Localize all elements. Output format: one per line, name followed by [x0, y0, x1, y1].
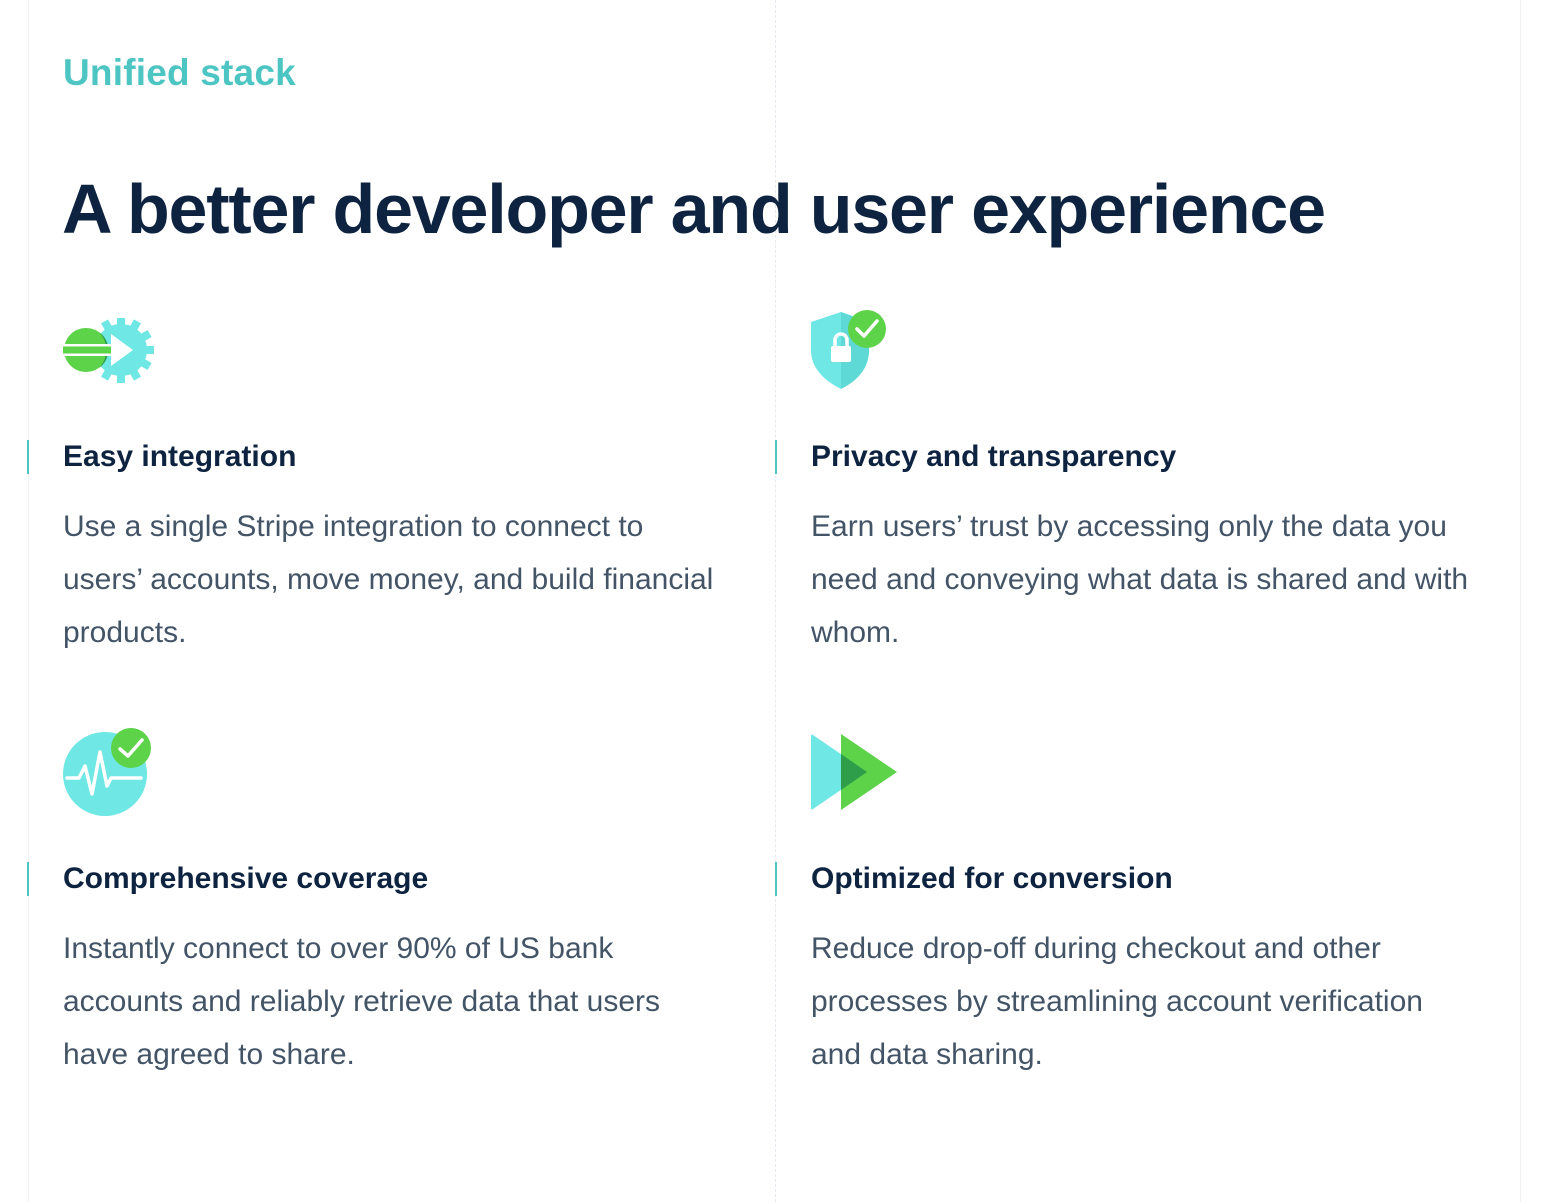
pulse-check-icon [63, 728, 151, 816]
left-guide-line [28, 0, 29, 1202]
right-guide-line [1520, 0, 1521, 1202]
fast-forward-icon [811, 734, 897, 810]
feature-description: Use a single Stripe integration to conne… [63, 510, 714, 649]
feature-accent-bar [775, 862, 777, 896]
feature-title: Privacy and transparency [811, 440, 1177, 473]
section-headline: A better developer and user experience [62, 170, 1326, 248]
integration-gear-icon [63, 318, 154, 383]
feature-description: Instantly connect to over 90% of US bank… [63, 932, 660, 1071]
feature-title: Comprehensive coverage [63, 862, 429, 895]
center-guide-line [775, 0, 776, 1202]
feature-accent-bar [27, 862, 29, 896]
feature-title: Easy integration [63, 440, 297, 473]
feature-title: Optimized for conversion [811, 862, 1173, 895]
shield-lock-check-icon [811, 310, 886, 389]
feature-accent-bar [775, 440, 777, 474]
feature-description: Reduce drop-off during checkout and othe… [811, 932, 1423, 1071]
feature-description: Earn users’ trust by accessing only the … [811, 510, 1469, 649]
feature-accent-bar [27, 440, 29, 474]
section-eyebrow: Unified stack [63, 52, 296, 93]
